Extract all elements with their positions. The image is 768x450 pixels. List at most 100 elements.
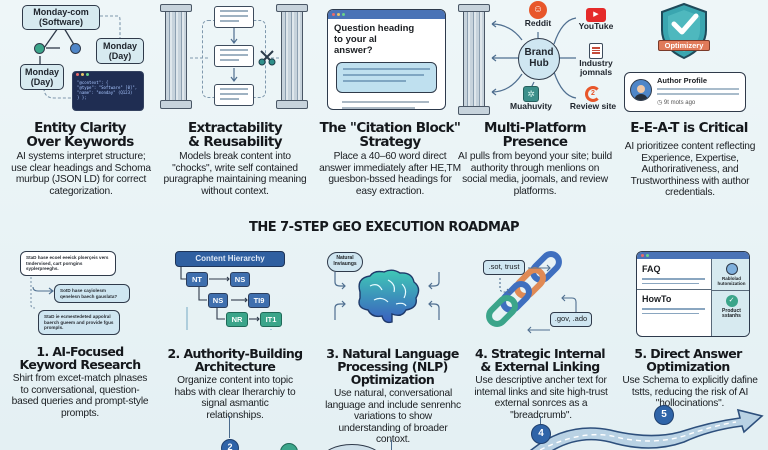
- search-icon: [725, 263, 738, 275]
- hierarchy-node: NT: [186, 272, 208, 287]
- card-title: E-E-A-T is Critical: [630, 120, 748, 136]
- step-description: Use descriptive ancher text for intemal …: [474, 375, 608, 421]
- card-description: Models break content into "chocks", writ…: [163, 151, 307, 197]
- roadmap-road-arrow: [529, 408, 764, 450]
- link-arrows: [499, 264, 577, 334]
- natural-language-bubble: Natural Inviaungs: [327, 252, 363, 272]
- author-profile-card: Author Profile ◷ 9t mots ago: [624, 72, 746, 112]
- node-monday-day-right: Monday (Day): [96, 38, 144, 64]
- hierarchy-node: NS: [230, 272, 250, 287]
- step-description: Use natural, conversational language and…: [325, 388, 461, 446]
- window-dot-yellow: [81, 73, 84, 76]
- journal-icon: [589, 43, 603, 59]
- step-title: 1. AI-Focused Keyword Research: [19, 344, 141, 373]
- entity-diagram: Monday-com (Software) Monday (Day) Monda…: [0, 0, 160, 115]
- node-monday-day-left: Monday (Day): [20, 64, 64, 90]
- code-line: } };: [77, 95, 87, 100]
- faq-label: FAQ: [642, 264, 661, 274]
- window-dot-red: [76, 73, 79, 76]
- card-title: Multi-Platform Presence: [484, 120, 587, 151]
- browser-title-bar: [328, 10, 445, 19]
- chat-bubble-query: StaD ie ecmestedeted appolral baerch gue…: [38, 310, 120, 335]
- code-line: "name": "monday" (Q123): [77, 90, 133, 95]
- platform-review-site: 2 Review site: [566, 86, 620, 111]
- schema-browser-window: FAQ HowTo Rablolad hutomization ✓ Produc…: [636, 251, 750, 337]
- step-description: Organize content into topic habs with cl…: [174, 375, 296, 421]
- body-line: [342, 100, 429, 103]
- author-timestamp: 9t mots ago: [663, 100, 696, 106]
- card-title: Extractability & Reusability: [187, 120, 283, 151]
- hierarchy-node: NS: [208, 293, 228, 308]
- roadmap-pin-2[interactable]: 2: [221, 439, 239, 450]
- code-line: "@type": "Software" [0]",: [77, 85, 138, 90]
- content-chunk-doc: [214, 45, 254, 67]
- platform-muahuvity: ✲ Muahuvity: [508, 86, 554, 111]
- chat-bubble-query: StaD hase ecoel eeeick plserçeis vers tm…: [20, 251, 116, 276]
- author-profile-label: Author Profile: [657, 76, 707, 85]
- chat-bubble-query: SotD hase cayiolesm qenelesn baech gausl…: [54, 284, 130, 303]
- chain-link-icon: [486, 251, 562, 327]
- pillar-left-shaft: [165, 12, 187, 100]
- step-connector-line: [540, 416, 542, 424]
- step-description: Shirt from excet-match plnases to conver…: [11, 373, 149, 419]
- card-description: AI prioritizee content reflecting Experi…: [624, 141, 756, 199]
- card-title: The "Citation Block" Strategy: [319, 120, 461, 151]
- trust-tag-top: .sot, trust: [483, 260, 525, 275]
- content-chunk-doc: [214, 84, 254, 106]
- roadmap-pin-teal: [280, 443, 298, 450]
- window-dot-green: [646, 254, 649, 257]
- platform-reddit: ☺ Reddit: [522, 1, 554, 28]
- howto-label: HowTo: [642, 294, 672, 305]
- input-arrows: [334, 272, 440, 320]
- step-title: 3. Natural Language Processing (NLP) Opt…: [326, 346, 459, 388]
- ai-chip-icon: ✲: [523, 86, 539, 102]
- brand-hub-circle: Brand Hub: [518, 38, 560, 80]
- chat-connectors: [30, 269, 54, 309]
- roadmap-pin-5[interactable]: 5: [654, 405, 674, 425]
- window-dot-green: [86, 73, 89, 76]
- window-dot-red: [641, 254, 644, 257]
- platform-industry-journals: Industry jomnals: [574, 43, 618, 77]
- check-circle-icon: ✓: [725, 294, 738, 307]
- card-description: Place a 40–60 word direct answer immedia…: [319, 151, 461, 197]
- roadmap-pin-4[interactable]: 4: [531, 424, 551, 444]
- roadmap-heading: THE 7-STEP GEO EXECUTION ROADMAP: [248, 220, 520, 235]
- hierarchy-node: NR: [226, 312, 248, 327]
- step-description: Use Schema to explicitly dafine tstts, r…: [622, 375, 758, 410]
- extractability-illustration: [150, 0, 320, 115]
- step-connector-line: [229, 416, 231, 438]
- hierarchy-node: IT1: [260, 312, 282, 327]
- step-title: 4. Strategic Internal & External Linking: [474, 346, 606, 375]
- pillar-base: [458, 106, 490, 115]
- hierarchy-node: TI9: [248, 293, 270, 308]
- pillar-left-base: [160, 100, 192, 109]
- step-title: 2. Authority-Building Architecture: [167, 346, 303, 375]
- citation-browser-window: Question heading to your al answer?: [327, 9, 446, 110]
- browser-title-bar: [637, 252, 749, 259]
- window-dot-red: [332, 13, 335, 16]
- step-connector-line: [391, 440, 393, 450]
- node-monday-software: Monday-com (Software): [22, 5, 100, 30]
- body-line: [342, 106, 415, 109]
- pillar-right-capital: [276, 4, 308, 12]
- step-title: 5. Direct Answer Optimization: [634, 346, 742, 375]
- youtube-icon: ▶: [586, 8, 606, 22]
- content-chunk-doc: [214, 6, 254, 28]
- clock-icon: ◷: [657, 100, 663, 106]
- pillar-shaft: [463, 12, 485, 106]
- avatar: [630, 79, 652, 101]
- code-window-controls: [73, 72, 143, 78]
- scissors-icon: [258, 50, 276, 66]
- trust-tag-bottom: .gov, .ado: [550, 312, 592, 327]
- pillar-right-base: [276, 100, 308, 109]
- hierarchy-connectors: [180, 267, 272, 330]
- question-heading: Question heading to your al answer?: [334, 23, 415, 56]
- profile-line: [657, 88, 739, 90]
- entity-node-dot-teal: [34, 43, 45, 54]
- brain-icon: [358, 269, 420, 324]
- json-ld-code-window: "@context": { "@type": "Software" [0]", …: [72, 71, 144, 111]
- card-title: Entity Clarity Over Keywords: [26, 120, 134, 151]
- window-dot-yellow: [337, 13, 340, 16]
- shield-check-icon: [661, 2, 707, 60]
- card-description: AI systems interpret structure; use clea…: [11, 151, 151, 197]
